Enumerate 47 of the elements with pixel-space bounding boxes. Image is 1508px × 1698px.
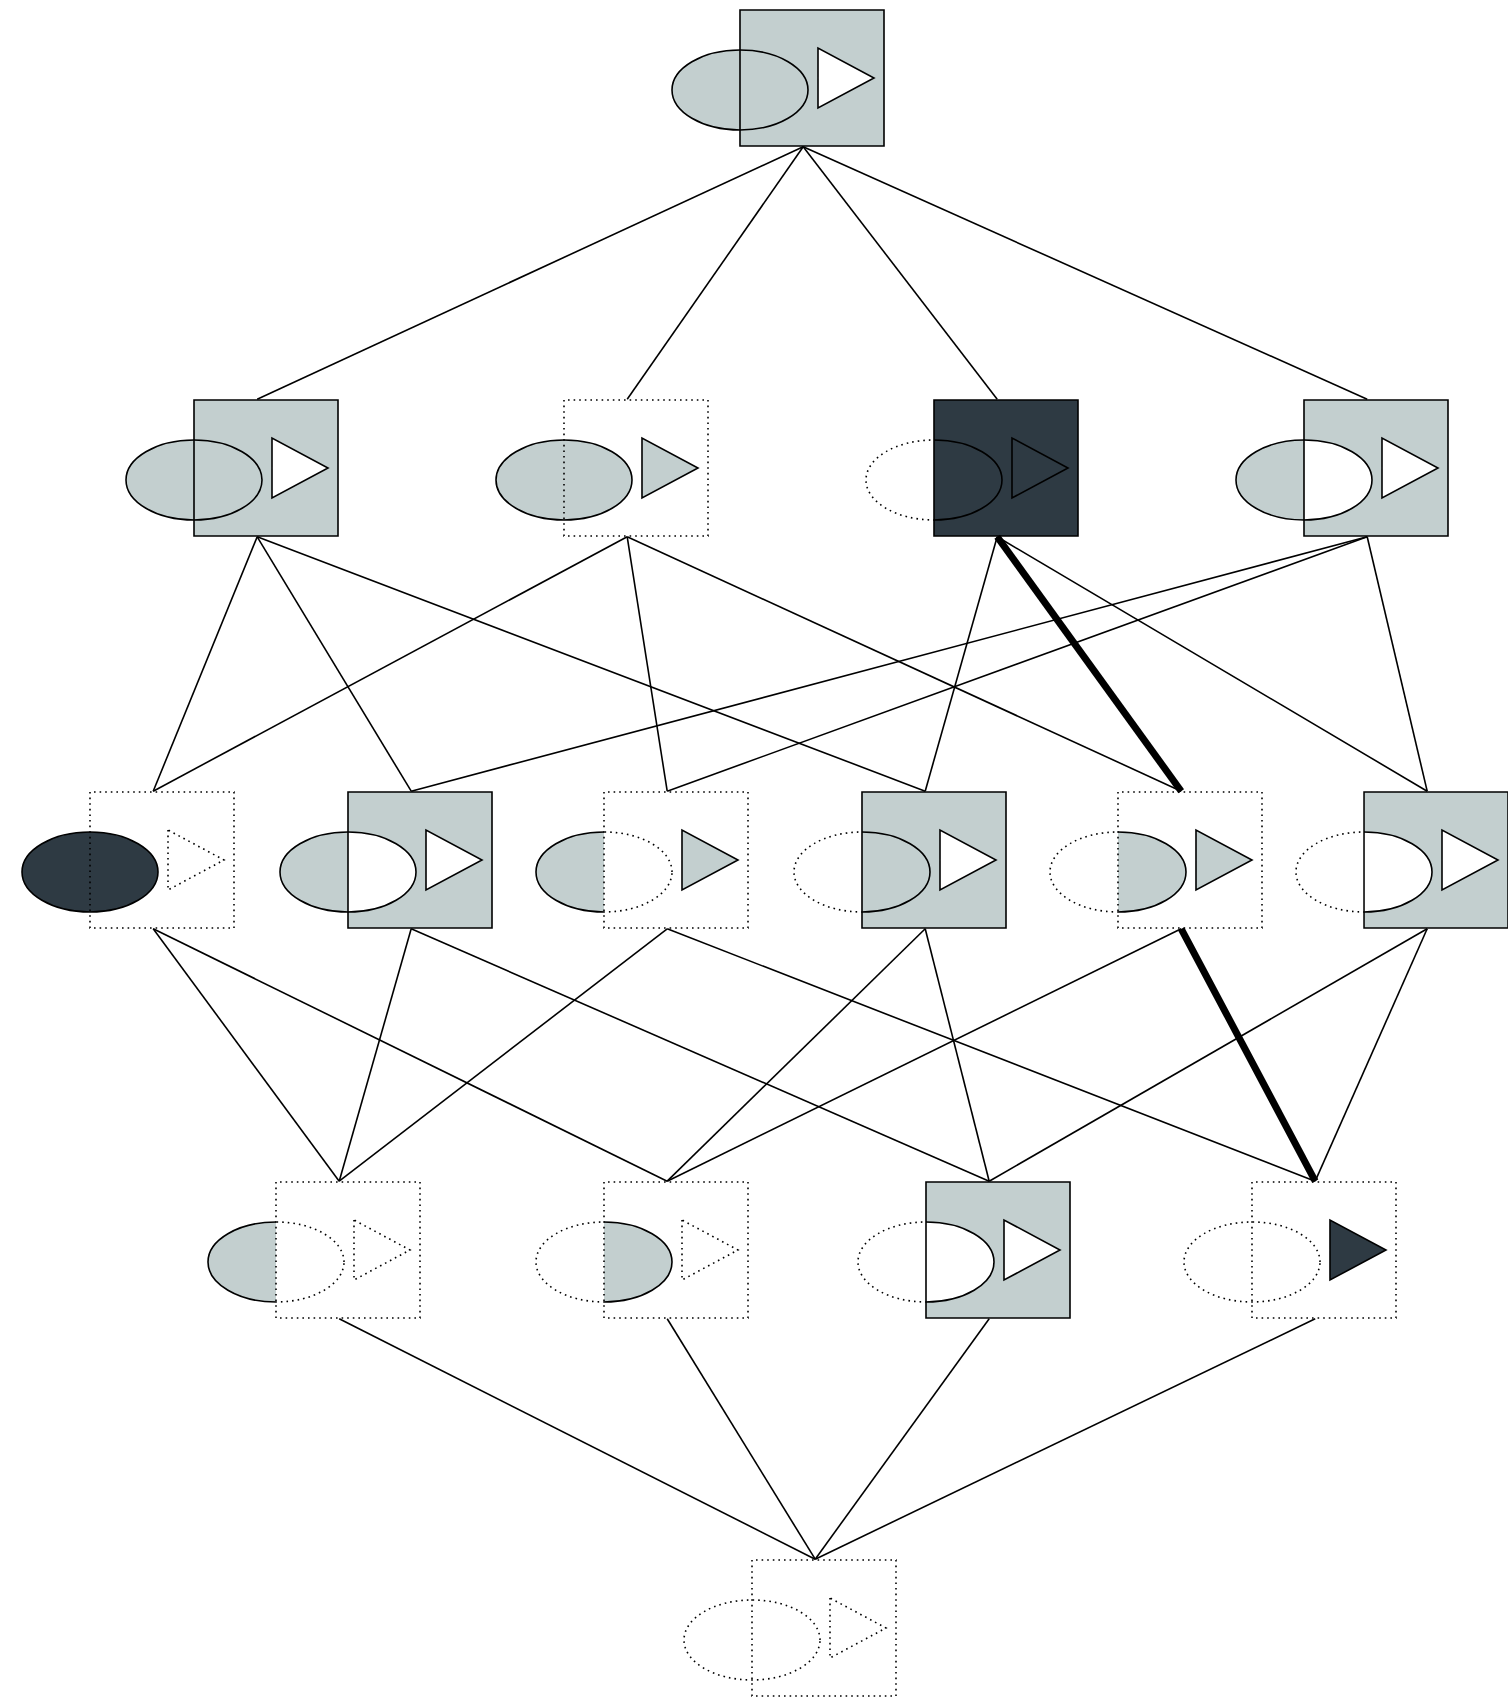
connector-line xyxy=(626,536,668,792)
connector-line xyxy=(666,928,926,1182)
connector-line xyxy=(338,1318,816,1560)
set-diagram-drawing xyxy=(1295,791,1508,929)
connector-line xyxy=(1314,928,1428,1182)
connector-line xyxy=(410,928,990,1182)
connector-line xyxy=(256,536,926,792)
connector-line xyxy=(988,928,1428,1182)
connector-line xyxy=(802,146,1368,400)
set-diagram-drawing xyxy=(535,1181,749,1319)
connector-line xyxy=(814,1318,1316,1560)
set-diagram-drawing xyxy=(671,9,885,147)
connector-line xyxy=(152,928,340,1182)
connector-line xyxy=(256,536,412,792)
set-diagram-drawing xyxy=(1049,791,1263,929)
connector-line xyxy=(996,536,1428,792)
connector-line xyxy=(802,146,998,400)
set-diagram-drawing xyxy=(1235,399,1449,537)
set-diagram-drawing xyxy=(21,791,235,929)
set-diagram-drawing xyxy=(1183,1181,1397,1319)
connector-line xyxy=(1366,536,1428,792)
connector-line xyxy=(152,928,668,1182)
set-diagram-drawing xyxy=(207,1181,421,1319)
connector-line xyxy=(410,536,1368,792)
connector-line xyxy=(924,928,990,1182)
connector-line xyxy=(666,1318,816,1560)
set-diagram-drawing xyxy=(793,791,1007,929)
set-diagram-drawing xyxy=(683,1559,897,1697)
set-diagram-drawing xyxy=(125,399,339,537)
connector-line xyxy=(338,928,412,1182)
set-diagram-drawing xyxy=(865,399,1079,537)
connector-line xyxy=(666,928,1182,1182)
connector-line xyxy=(626,146,804,400)
connector-line xyxy=(152,536,258,792)
set-diagram-drawing xyxy=(279,791,493,929)
set-diagram-drawing xyxy=(857,1181,1071,1319)
connector-line xyxy=(814,1318,990,1560)
connector-line xyxy=(666,536,1368,792)
set-diagram-drawing xyxy=(495,399,709,537)
connector-line xyxy=(1178,927,1319,1183)
connector-line xyxy=(924,536,998,792)
connector-line xyxy=(666,928,1316,1182)
connector-line xyxy=(152,536,628,792)
set-diagram-drawing xyxy=(535,791,749,929)
connector-line xyxy=(256,146,804,400)
connector-line xyxy=(338,928,668,1182)
connector-line xyxy=(994,534,1185,794)
